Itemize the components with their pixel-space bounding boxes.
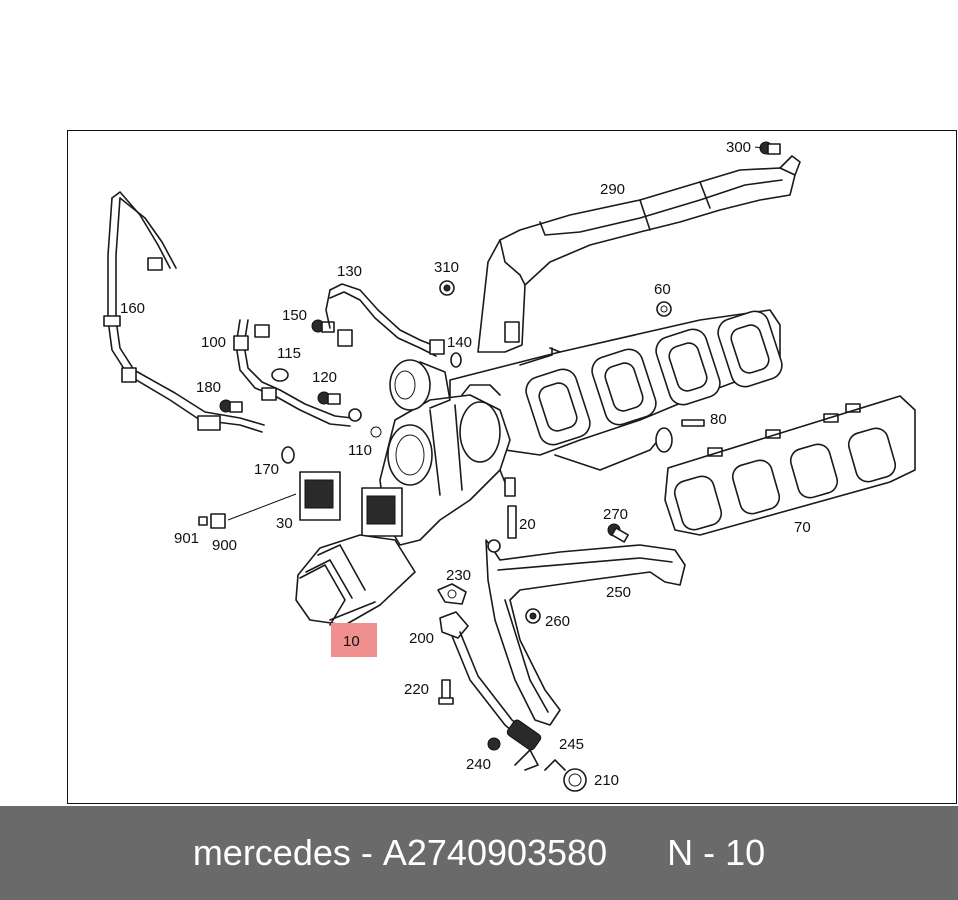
actuator-30 xyxy=(299,471,403,537)
label-120: 120 xyxy=(312,369,337,386)
footer-gap xyxy=(607,832,667,874)
label-180: 180 xyxy=(196,379,221,396)
label-60: 60 xyxy=(654,281,671,298)
label-270: 270 xyxy=(603,506,628,523)
nut-310 xyxy=(439,280,455,296)
leader-lines xyxy=(227,146,763,521)
label-210: 210 xyxy=(594,772,619,789)
label-901: 901 xyxy=(174,530,199,547)
stud-80 xyxy=(681,419,705,427)
clip-245 xyxy=(514,749,566,771)
label-170: 170 xyxy=(254,461,279,478)
label-130: 130 xyxy=(337,263,362,280)
turbocharger xyxy=(379,384,516,546)
nut-60 xyxy=(656,301,672,317)
label-80: 80 xyxy=(710,411,727,428)
part-labels: 300 290 310 130 160 150 100 115 140 60 1… xyxy=(120,139,811,789)
bolt-220 xyxy=(438,679,454,705)
label-310: 310 xyxy=(434,259,459,276)
footer-separator: - xyxy=(350,832,383,873)
label-115: 115 xyxy=(277,345,301,362)
bolt-120 xyxy=(317,391,341,405)
plug-210 xyxy=(563,768,587,792)
coolant-pipe-160 xyxy=(103,191,265,433)
label-300: 300 xyxy=(726,139,751,156)
label-900: 900 xyxy=(212,537,237,554)
bolt-240 xyxy=(487,737,501,751)
label-10: 10 xyxy=(343,633,360,650)
bolt-300 xyxy=(759,141,781,155)
label-70: 70 xyxy=(794,519,811,536)
footer-brand: mercedes xyxy=(192,832,351,873)
label-245: 245 xyxy=(559,736,584,753)
wastegate-actuator xyxy=(389,359,451,411)
coolant-pipe-100 xyxy=(233,319,353,427)
bolt-180 xyxy=(219,399,243,413)
label-140: 140 xyxy=(447,334,472,351)
bolt-270 xyxy=(607,523,629,543)
highlight-box xyxy=(331,623,377,657)
label-150: 150 xyxy=(282,307,307,324)
oil-return-pipe-200 xyxy=(439,611,542,751)
label-290: 290 xyxy=(600,181,625,198)
exhaust-manifold xyxy=(449,309,783,471)
label-220: 220 xyxy=(404,681,429,698)
label-160: 160 xyxy=(120,300,145,317)
label-250: 250 xyxy=(606,584,631,601)
footer-position-ref: N - 10 xyxy=(667,832,766,873)
turbo-outlet-elbow-10 xyxy=(295,534,416,626)
oil-feed-pipe-130 xyxy=(325,283,445,357)
heat-shield-upper xyxy=(477,155,801,353)
label-110: 110 xyxy=(348,442,372,459)
stud-20 xyxy=(507,505,517,539)
bracket-250 xyxy=(485,539,686,726)
connector-900 xyxy=(198,513,226,529)
label-260: 260 xyxy=(545,613,570,630)
clamp-115 xyxy=(271,368,289,382)
exploded-parts-diagram: 300 290 310 130 160 150 100 115 140 60 1… xyxy=(103,139,916,792)
label-240: 240 xyxy=(466,756,491,773)
gasket-230 xyxy=(437,583,467,605)
bolt-110 xyxy=(348,408,382,438)
label-100: 100 xyxy=(201,334,226,351)
footer-part-number: A2740903580 xyxy=(382,832,608,873)
label-30: 30 xyxy=(276,515,293,532)
washer-140 xyxy=(450,352,462,368)
label-20: 20 xyxy=(519,516,536,533)
bolt-150 xyxy=(311,319,335,333)
footer-bar: mercedes - A2740903580 N - 10 xyxy=(0,806,958,900)
bolt-260 xyxy=(525,608,541,624)
label-230: 230 xyxy=(446,567,471,584)
label-200: 200 xyxy=(409,630,434,647)
washer-170 xyxy=(281,446,295,464)
manifold-gasket-70 xyxy=(664,395,916,536)
